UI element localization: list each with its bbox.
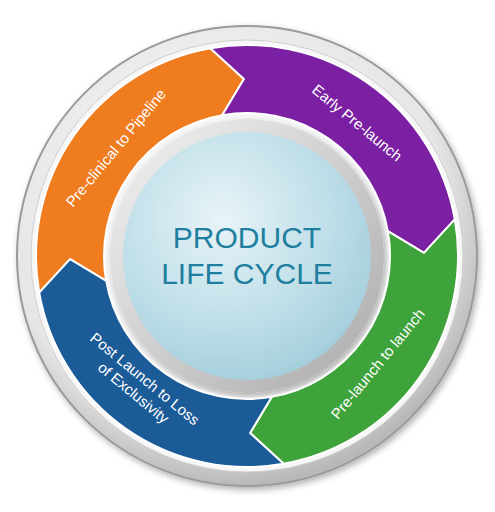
inner-ground [31,40,463,472]
outer-rim [17,26,477,486]
arrow-outline [250,219,458,463]
center-title: PRODUCT LIFE CYCLE [152,220,342,292]
arrow-outline [39,259,283,467]
center-circle: PRODUCT LIFE CYCLE [123,132,371,380]
arrow-outline [210,45,454,253]
center-rim [110,119,384,393]
arrow-outline [36,48,244,292]
